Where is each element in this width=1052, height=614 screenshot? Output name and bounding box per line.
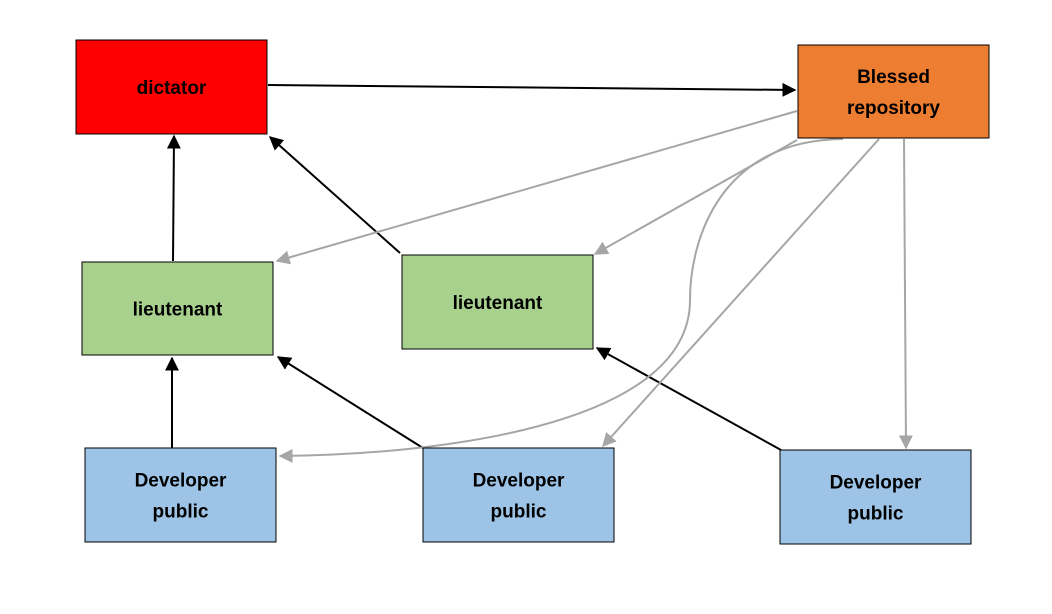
node-label-line: public [153, 502, 209, 523]
node-label-line: lieutenant [133, 300, 223, 321]
edge-blessed-to-dev-right [898, 138, 913, 450]
node-label-line: dictator [137, 78, 207, 99]
node-developer-public-center-box [422, 447, 615, 543]
node-developer-public-right-box [779, 449, 972, 545]
node-lieutenant-center-label: lieutenant [453, 293, 543, 314]
node-lieutenant-center-box [401, 254, 594, 350]
node-lieutenant-left-label: lieutenant [133, 300, 223, 321]
nodes: dictator Blessed repository lieutenant li… [75, 39, 990, 545]
node-label-line: Blessed [857, 67, 930, 88]
edge-dev-right-to-lieutenant-center [595, 347, 782, 451]
node-blessed-repository[interactable]: Blessed repository [797, 44, 990, 139]
node-dictator-label: dictator [137, 78, 207, 99]
node-dictator[interactable]: dictator [75, 39, 268, 135]
node-developer-public-right[interactable]: Developer public [779, 449, 972, 545]
node-developer-public-center[interactable]: Developer public [422, 447, 615, 543]
edges [165, 82, 913, 463]
edge-blessed-to-lieutenant-left [275, 110, 798, 265]
node-developer-public-left-label: Developer public [135, 471, 227, 523]
edge-lieutenant-left-to-dictator [166, 134, 181, 262]
node-lieutenant-center[interactable]: lieutenant [401, 254, 594, 350]
node-developer-public-center-label: Developer public [473, 471, 565, 523]
node-lieutenant-left-box [81, 261, 274, 356]
node-label-line: public [491, 502, 547, 523]
node-lieutenant-left[interactable]: lieutenant [81, 261, 274, 356]
edge-dictator-to-blessed [267, 82, 797, 97]
node-label-line: Developer [473, 471, 565, 492]
edge-blessed-to-dev-center [602, 138, 880, 448]
node-label-line: public [848, 504, 904, 525]
node-developer-public-right-label: Developer public [830, 473, 922, 525]
node-label-line: Developer [135, 471, 227, 492]
edge-lieutenant-center-to-dictator [268, 136, 401, 254]
node-developer-public-left-box [84, 447, 277, 543]
node-blessed-repository-box [797, 44, 990, 139]
edge-dev-center-to-lieutenant-left [276, 356, 424, 449]
node-label-line: repository [847, 98, 940, 119]
edge-blessed-to-dev-left [278, 138, 844, 463]
node-developer-public-left[interactable]: Developer public [84, 447, 277, 543]
node-blessed-repository-label: Blessed repository [847, 67, 940, 119]
node-label-line: Developer [830, 473, 922, 494]
node-dictator-box [75, 39, 268, 135]
node-label-line: lieutenant [453, 293, 543, 314]
